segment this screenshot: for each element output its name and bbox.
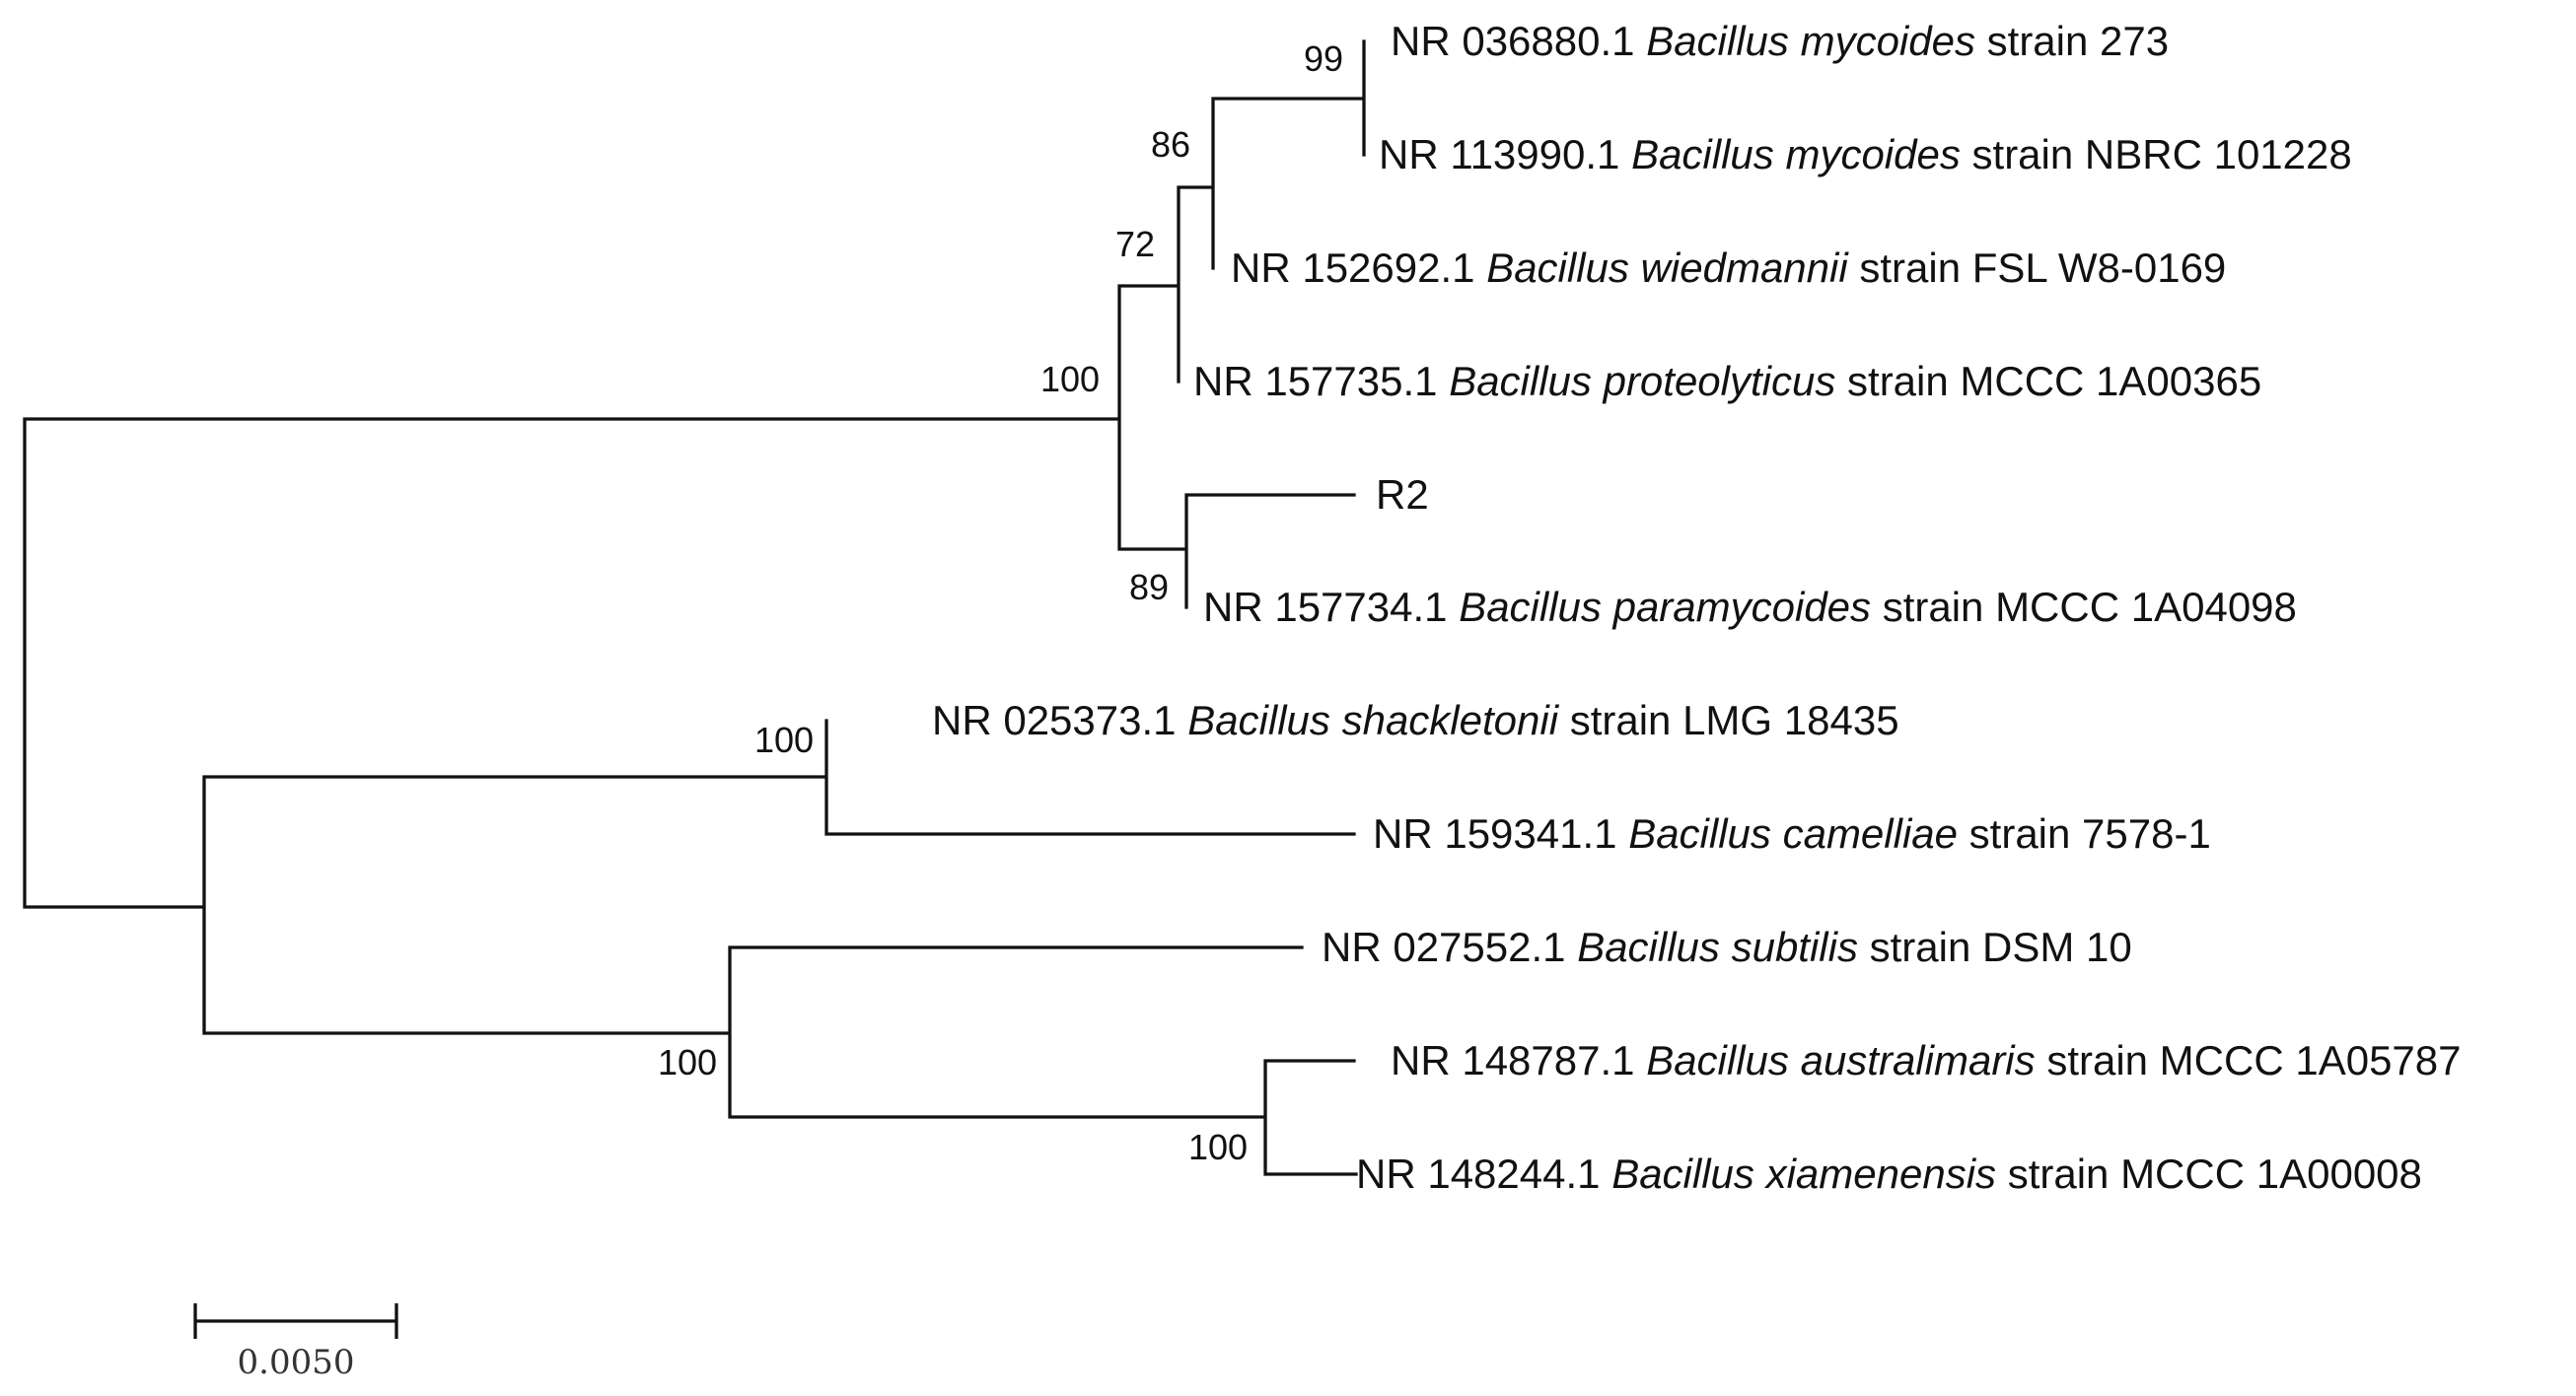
scale-bar: 0.0050: [193, 1303, 398, 1382]
strain-name: strain FSL W8-0169: [1859, 244, 2226, 291]
leaf-label-param: NR 157734.1 Bacillus paramycoides strain…: [1203, 584, 2297, 630]
bootstrap-r2-paramycoides: 89: [1129, 567, 1169, 607]
leaf-label-prot: NR 157735.1 Bacillus proteolyticus strai…: [1193, 358, 2261, 404]
strain-name: strain 273: [1987, 18, 2169, 64]
species-name: Bacillus australimaris: [1646, 1037, 2046, 1083]
species-name: Bacillus camelliae: [1628, 810, 1968, 857]
strain-name: strain MCCC 1A04098: [1883, 584, 2297, 630]
scale-bar-label: 0.0050: [238, 1343, 355, 1382]
leaf-label-sub: NR 027552.1 Bacillus subtilis strain DSM…: [1322, 924, 2132, 970]
accession: NR 148787.1: [1391, 1037, 1646, 1083]
accession: NR 025373.1: [932, 697, 1187, 743]
accession: NR 157734.1: [1203, 584, 1459, 630]
bootstrap-subtilis-group: 100: [658, 1042, 717, 1082]
leaf-label-myc273: NR 036880.1 Bacillus mycoides strain 273: [1391, 18, 2169, 64]
leaf-label-cam: NR 159341.1 Bacillus camelliae strain 75…: [1373, 810, 2211, 857]
species-name: Bacillus paramycoides: [1459, 584, 1883, 630]
leaf-label-shack: NR 025373.1 Bacillus shackletonii strain…: [932, 697, 1899, 743]
species-name: Bacillus proteolyticus: [1449, 358, 1847, 404]
bootstrap-shackletonii-camelliae: 100: [754, 720, 814, 760]
bootstrap-labels: 99 86 72 100 89 100 100 100: [658, 38, 1343, 1167]
species-name: Bacillus wiedmannii: [1486, 244, 1859, 291]
leaf-label-r2: R2: [1376, 471, 1429, 518]
scale-bar-line: [193, 1303, 398, 1339]
leaf-label-aus: NR 148787.1 Bacillus australimaris strai…: [1391, 1037, 2462, 1083]
strain-name: strain DSM 10: [1870, 924, 2132, 970]
strain-name: strain MCCC 1A00008: [2008, 1151, 2422, 1197]
accession: NR 027552.1: [1322, 924, 1577, 970]
accession: NR 148244.1: [1356, 1151, 1611, 1197]
accession: NR 036880.1: [1391, 18, 1646, 64]
bootstrap-australimaris-xiamenensis: 100: [1188, 1127, 1248, 1167]
leaf-label-wied: NR 152692.1 Bacillus wiedmannii strain F…: [1231, 244, 2226, 291]
species-name: Bacillus xiamenensis: [1611, 1151, 2008, 1197]
accession: NR 159341.1: [1373, 810, 1628, 857]
strain-name: strain LMG 18435: [1570, 697, 1899, 743]
strain-name: strain MCCC 1A05787: [2046, 1037, 2461, 1083]
strain-name: strain NBRC 101228: [1972, 131, 2352, 177]
species-name: Bacillus subtilis: [1577, 924, 1869, 970]
accession: NR 152692.1: [1231, 244, 1486, 291]
tree-branches: [23, 39, 1366, 1176]
strain-name: R2: [1376, 471, 1429, 518]
accession: NR 157735.1: [1193, 358, 1449, 404]
strain-name: strain MCCC 1A00365: [1847, 358, 2261, 404]
species-name: Bacillus shackletonii: [1187, 697, 1570, 743]
strain-name: strain 7578-1: [1969, 810, 2211, 857]
species-name: Bacillus mycoides: [1631, 131, 1971, 177]
leaf-label-mycNBRC: NR 113990.1 Bacillus mycoides strain NBR…: [1379, 131, 2352, 177]
bootstrap-cereus-group: 100: [1040, 359, 1100, 399]
species-name: Bacillus mycoides: [1646, 18, 1986, 64]
bootstrap-mycoides-pair: 99: [1304, 38, 1343, 79]
bootstrap-mycoides-wiedmannii: 86: [1151, 124, 1190, 165]
bootstrap-proteolyticus-group: 72: [1115, 224, 1155, 264]
leaf-label-xia: NR 148244.1 Bacillus xiamenensis strain …: [1356, 1151, 2422, 1197]
branch-lines: [23, 39, 1366, 1176]
accession: NR 113990.1: [1379, 131, 1631, 177]
leaf-labels: NR 036880.1 Bacillus mycoides strain 273…: [932, 18, 2462, 1197]
